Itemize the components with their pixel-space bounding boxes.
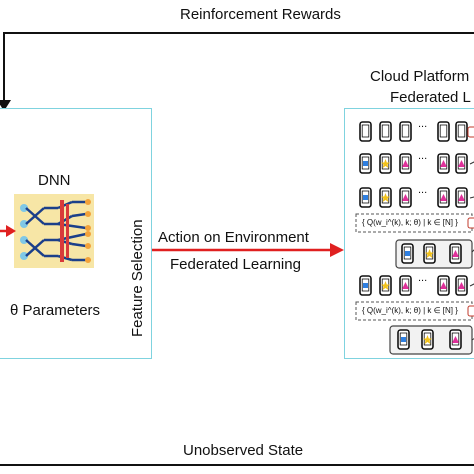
reward-loop-top-line — [3, 32, 474, 34]
row5-ellipsis: ... — [418, 272, 428, 284]
formula-box-1: { Q(w_i^(k), k; θ) | k ∈ [N] } — [362, 218, 458, 227]
device-row-2 — [359, 153, 468, 174]
federated-learning-label: Federated Learning — [170, 256, 301, 273]
action-on-environment-label: Action on Environment — [158, 229, 309, 246]
formula-box-2: { Q(w_i^(k), k; θ) | k ∈ [N] } — [362, 306, 458, 315]
row1-ellipsis: ... — [418, 118, 428, 130]
dnn-chip-icon — [14, 194, 94, 268]
action-arrow — [152, 243, 344, 257]
device-row-1 — [359, 121, 468, 142]
theta-parameters-label: θ Parameters — [10, 302, 101, 319]
bottom-line — [0, 464, 474, 466]
reinforcement-rewards-label: Reinforcement Rewards — [180, 6, 341, 23]
feature-selection-label: Feature Selection — [129, 219, 146, 337]
dnn-label: DNN — [38, 172, 71, 189]
device-row-5 — [359, 275, 468, 296]
cloud-title-line1: Cloud Platform — [370, 68, 470, 85]
input-red-arrow — [0, 225, 16, 237]
cloud-devices-diagram — [355, 121, 474, 355]
device-row-4 — [401, 243, 462, 264]
cloud-title-line2: Federated L — [390, 89, 471, 106]
row3-ellipsis: ... — [418, 184, 428, 196]
row2-ellipsis: ... — [418, 150, 428, 162]
device-row-3 — [359, 187, 468, 208]
device-row-6 — [397, 329, 462, 350]
reward-loop-left-line — [3, 32, 5, 104]
unobserved-state-label: Unobserved State — [183, 442, 304, 459]
